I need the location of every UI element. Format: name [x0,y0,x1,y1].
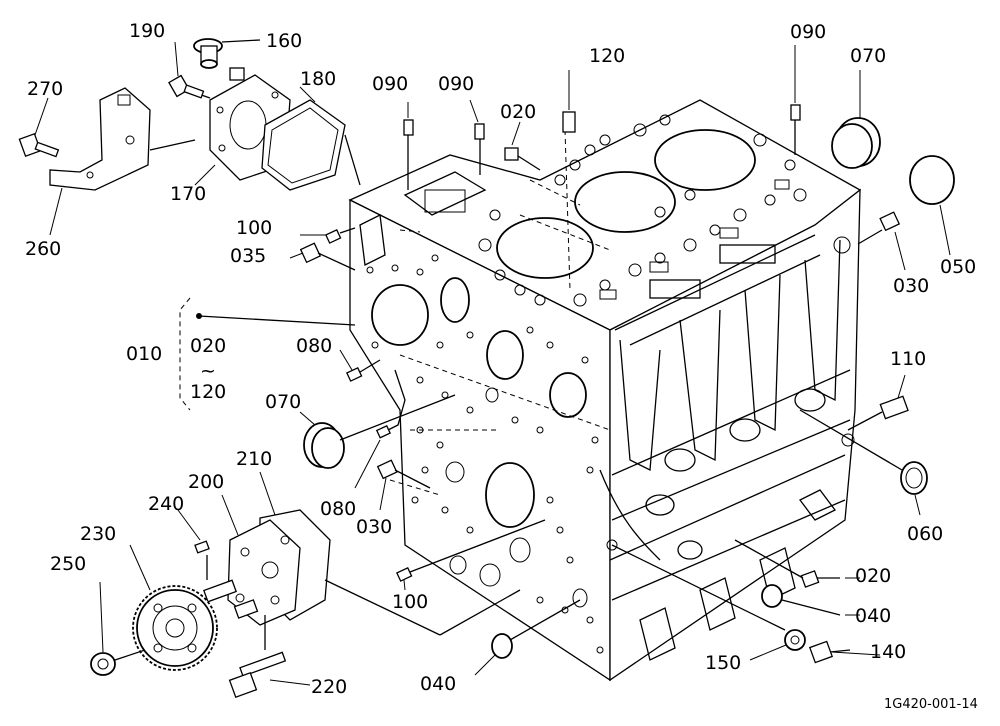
bolt-270 [18,132,60,158]
cylinder-block [348,99,862,682]
callout-labels: 190 160 270 180 170 260 090 090 020 120 … [25,20,978,712]
callout-210: 210 [236,448,272,470]
callout-150: 150 [705,652,741,674]
assembly-range-to: 120 [190,381,226,403]
callout-160: 160 [266,30,302,52]
callout-050: 050 [940,256,976,278]
callout-240: 240 [148,493,184,515]
figure-code: 1G420-001-14 [884,697,978,712]
callout-180: 180 [300,68,336,90]
callout-110: 110 [890,348,926,370]
dowel-pin-090-right [790,104,801,155]
callout-080-lower: 080 [320,498,356,520]
seal-070-left [303,394,456,469]
dowel-pin-090-left [403,119,414,190]
callout-040-lower: 040 [420,673,456,695]
assembly-range-sep: ~ [200,360,216,382]
callout-120: 120 [589,45,625,67]
plug-030-left [376,459,431,489]
callout-100-upper: 100 [236,217,272,239]
plug-070-top [831,117,881,169]
plug-035 [299,242,356,271]
callout-270: 270 [27,78,63,100]
callout-230: 230 [80,523,116,545]
pin-080-upper [346,359,381,382]
washer-150 [611,544,806,651]
callout-260: 260 [25,238,61,260]
plug-140 [808,640,851,664]
callout-070-top: 070 [850,45,886,67]
callout-020-top: 020 [500,101,536,123]
gear-230 [132,585,218,671]
fitting-pump-outlet [233,599,259,619]
callout-100-lower: 100 [392,591,428,613]
callout-090-right: 090 [790,21,826,43]
cap-050 [909,155,955,205]
callout-070-left: 070 [265,391,301,413]
plug-040-lower [491,588,588,659]
assembly-bracket [179,297,356,411]
callout-090-left: 090 [372,73,408,95]
callout-220: 220 [311,676,347,698]
plug-040-right [761,584,841,616]
plug-030-right [857,211,901,245]
filler-plug-160 [193,38,261,69]
callout-040-right: 040 [855,605,891,627]
pin-100-lower [396,519,546,582]
callout-030-left: 030 [356,516,392,538]
shaft-200 [203,579,237,603]
nut-250 [90,649,146,676]
assembly-label: 010 [126,343,162,365]
callout-170: 170 [170,183,206,205]
callout-200: 200 [188,471,224,493]
pipe-110 [847,395,909,431]
callout-250: 250 [50,553,86,575]
callout-035: 035 [230,245,266,267]
gasket-180 [261,99,361,191]
callout-140: 140 [870,641,906,663]
bolt-220 [228,615,287,699]
key-240 [194,540,210,580]
callout-090-mid: 090 [438,73,474,95]
plug-020-lower [734,539,840,588]
bracket-260 [49,87,196,191]
pin-100-upper [325,227,356,244]
pin-080-lower [375,369,406,439]
bolt-190 [168,74,211,99]
callout-030-right: 030 [893,275,929,297]
plug-020-top [504,147,541,171]
callout-080-upper: 080 [296,335,332,357]
assembly-range-from: 020 [190,335,226,357]
dowel-pin-090-mid [474,123,485,175]
callout-020-lower: 020 [855,565,891,587]
callout-190: 190 [129,20,165,42]
bush-120 [562,111,576,133]
seal-060 [799,409,928,495]
callout-060: 060 [907,523,943,545]
oil-pump-210 [227,509,521,636]
